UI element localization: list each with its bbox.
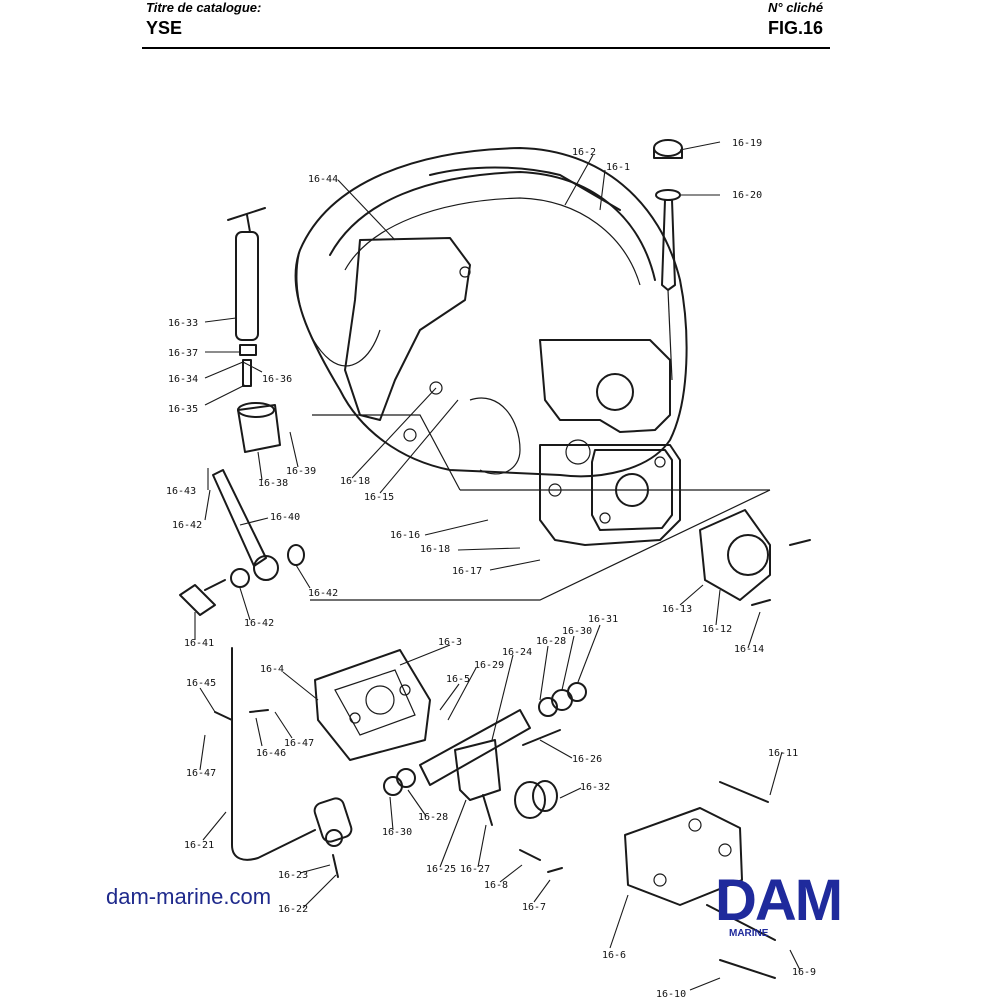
callout-16-17: 16-17 bbox=[452, 566, 482, 577]
callout-16-18: 16-18 bbox=[340, 476, 370, 487]
reference-lines bbox=[310, 414, 771, 601]
callout-16-19: 16-19 bbox=[732, 138, 762, 149]
dipstick-drawing bbox=[653, 139, 683, 381]
callout-16-5: 16-5 bbox=[446, 674, 470, 685]
callout-16-9: 16-9 bbox=[792, 967, 816, 978]
callout-16-34: 16-34 bbox=[168, 374, 198, 385]
callout-16-28b: 16-28 bbox=[418, 812, 448, 823]
callout-16-47b: 16-47 bbox=[186, 768, 216, 779]
callout-16-29: 16-29 bbox=[474, 660, 504, 671]
callout-16-43: 16-43 bbox=[166, 486, 196, 497]
callout-16-13: 16-13 bbox=[662, 604, 692, 615]
callout-16-46: 16-46 bbox=[256, 748, 286, 759]
callout-16-12: 16-12 bbox=[702, 624, 732, 635]
flange-drawing bbox=[699, 509, 811, 606]
callout-16-7: 16-7 bbox=[522, 902, 546, 913]
callout-16-6: 16-6 bbox=[602, 950, 626, 961]
callout-16-16: 16-16 bbox=[390, 530, 420, 541]
callout-16-18b: 16-18 bbox=[420, 544, 450, 555]
callout-16-36: 16-36 bbox=[262, 374, 292, 385]
callout-16-4: 16-4 bbox=[260, 664, 284, 675]
gearbox-housing-drawing bbox=[294, 147, 688, 546]
callout-16-10: 16-10 bbox=[656, 989, 686, 1000]
callout-16-45: 16-45 bbox=[186, 678, 216, 689]
catalog-title: YSE bbox=[146, 18, 183, 38]
callout-16-35: 16-35 bbox=[168, 404, 198, 415]
callout-16-30b: 16-30 bbox=[382, 827, 412, 838]
website-url[interactable]: dam-marine.com bbox=[106, 884, 272, 909]
callout-16-8: 16-8 bbox=[484, 880, 508, 891]
callout-16-44: 16-44 bbox=[308, 174, 338, 185]
logo-subtext: MARINE bbox=[729, 928, 769, 939]
callout-16-3: 16-3 bbox=[438, 637, 462, 648]
callout-16-23: 16-23 bbox=[278, 870, 308, 881]
logo-text: DAM bbox=[715, 868, 843, 933]
callout-16-26: 16-26 bbox=[572, 754, 602, 765]
callout-16-15: 16-15 bbox=[364, 492, 394, 503]
callout-16-40: 16-40 bbox=[270, 512, 300, 523]
callout-16-47: 16-47 bbox=[284, 738, 314, 749]
clamp-drawing bbox=[237, 402, 281, 453]
hand-pump-drawing bbox=[227, 207, 266, 387]
dam-marine-logo: DAM MARINE bbox=[715, 870, 900, 956]
side-cover-drawing bbox=[519, 781, 776, 979]
callout-16-1: 16-1 bbox=[606, 162, 630, 173]
pulley-drawing bbox=[482, 780, 558, 826]
callout-16-28: 16-28 bbox=[536, 636, 566, 647]
figure-ref-label: N° cliché bbox=[768, 0, 824, 15]
callout-16-11: 16-11 bbox=[768, 748, 798, 759]
callout-16-38: 16-38 bbox=[258, 478, 288, 489]
callout-16-42c: 16-42 bbox=[172, 520, 202, 531]
callout-16-32: 16-32 bbox=[580, 782, 610, 793]
callout-16-14: 16-14 bbox=[734, 644, 764, 655]
callout-16-24: 16-24 bbox=[502, 647, 532, 658]
callout-16-30: 16-30 bbox=[562, 626, 592, 637]
callout-16-2: 16-2 bbox=[572, 147, 596, 158]
callout-16-21: 16-21 bbox=[184, 840, 214, 851]
callout-16-42b: 16-42 bbox=[308, 588, 338, 599]
header-divider bbox=[142, 47, 830, 49]
callout-16-41: 16-41 bbox=[184, 638, 214, 649]
figure-ref: FIG.16 bbox=[768, 18, 824, 38]
callout-16-42: 16-42 bbox=[244, 618, 274, 629]
callout-16-20: 16-20 bbox=[732, 190, 762, 201]
callout-labels: 16-1 16-2 16-3 16-4 16-5 16-6 16-7 16-8 … bbox=[166, 138, 816, 1000]
callout-16-33: 16-33 bbox=[168, 318, 198, 329]
bolt-washer-drawing bbox=[179, 568, 250, 616]
oil-pipe-drawing bbox=[214, 647, 353, 878]
selector-cover-drawing bbox=[314, 649, 431, 761]
callout-16-25: 16-25 bbox=[426, 864, 456, 875]
callout-16-31: 16-31 bbox=[588, 614, 618, 625]
shift-fork-drawing bbox=[383, 682, 587, 801]
callout-16-39: 16-39 bbox=[286, 466, 316, 477]
leader-lines bbox=[194, 141, 801, 991]
callout-16-27: 16-27 bbox=[460, 864, 490, 875]
callout-16-22: 16-22 bbox=[278, 904, 308, 915]
callout-16-37: 16-37 bbox=[168, 348, 198, 359]
catalog-title-label: Titre de catalogue: bbox=[146, 0, 262, 15]
control-lever-drawing bbox=[212, 469, 305, 581]
